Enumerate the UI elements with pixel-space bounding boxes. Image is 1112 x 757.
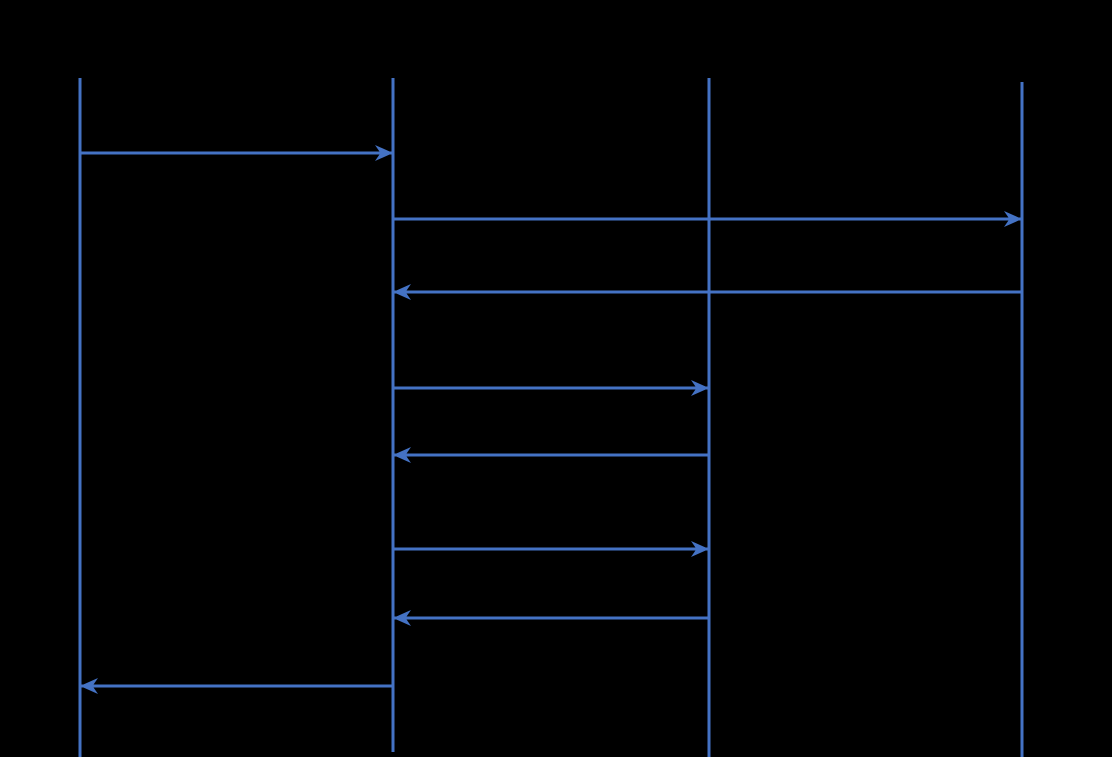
messages	[80, 145, 1022, 694]
lifelines	[78, 78, 1024, 757]
